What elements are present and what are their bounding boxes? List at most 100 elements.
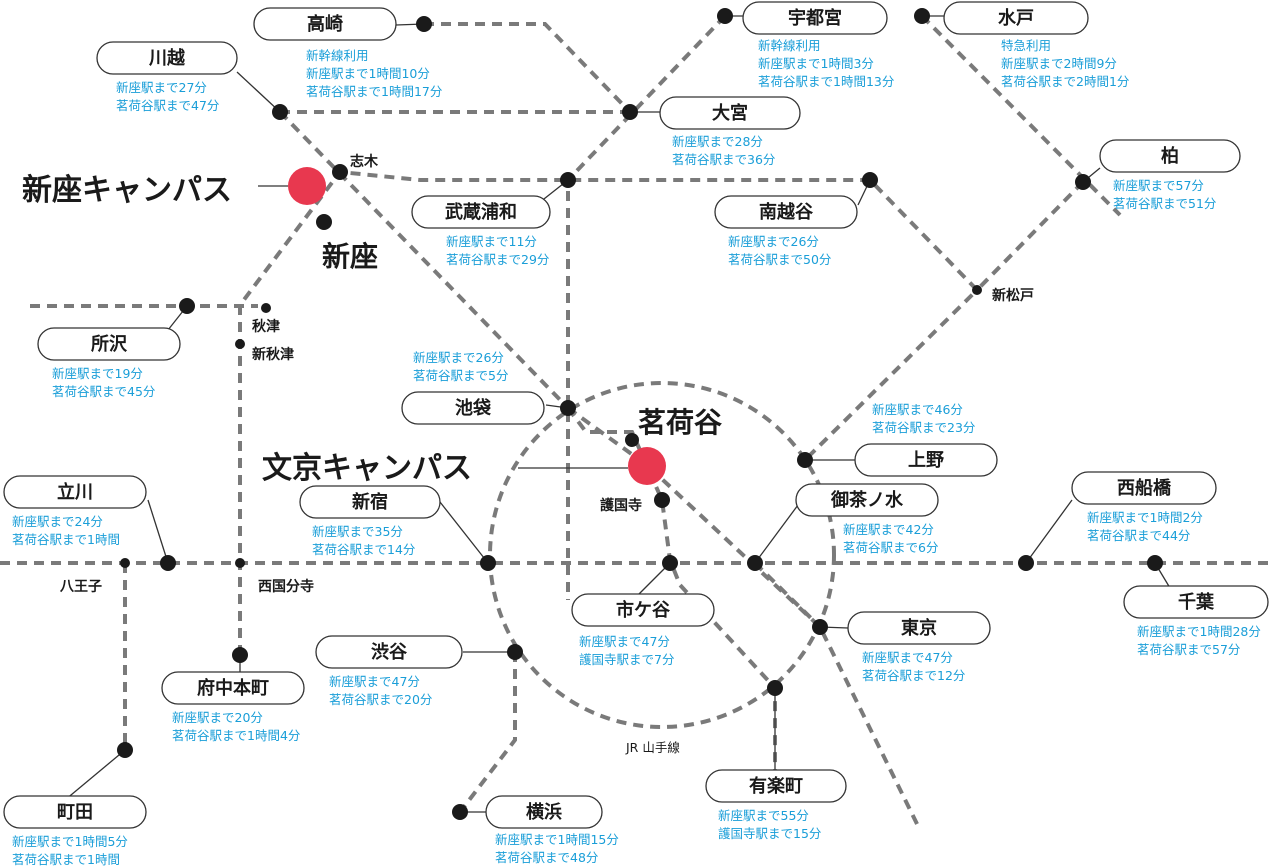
station-box-shibuya [315,635,463,669]
station-info-machida-1: 茗荷谷駅まで1時間 [12,852,120,867]
station-box-takasaki [253,7,397,41]
station-info-takasaki-0: 新幹線利用 [306,48,369,63]
station-box-mito [943,1,1089,35]
station-info-musashiurawa-0: 新座駅まで11分 [446,234,537,249]
dot-takasaki [416,16,432,32]
dot-shinakitsu [235,339,245,349]
line-yokohama [458,652,517,814]
station-name-minamikoshigaya: 南越谷 [759,201,814,223]
dot-nishikokubunji [235,558,245,568]
station-name-ochanomizu: 御茶ノ水 [830,489,904,511]
station-info-mito-2: 茗荷谷駅まで2時間1分 [1001,74,1129,89]
station-info-shinjuku-1: 茗荷谷駅まで14分 [312,542,415,557]
station-name-omiya: 大宮 [712,102,748,124]
station-info-shibuya-0: 新座駅まで47分 [329,674,420,689]
station-name-mito: 水戸 [998,7,1034,29]
shin-akitsu-label: 新秋津 [252,346,294,363]
station-info-omiya-1: 茗荷谷駅まで36分 [672,152,775,167]
station-info-fuchuhonmachi-0: 新座駅まで20分 [172,710,263,725]
station-name-ichigaya: 市ケ谷 [616,599,671,621]
dot-yokohama [452,804,468,820]
station-info-fuchuhonmachi-1: 茗荷谷駅まで1時間4分 [172,728,300,743]
nishikokubunji-label: 西国分寺 [258,579,314,595]
bunkyo-campus-marker [628,447,666,485]
station-info-funabashi-0: 新座駅まで1時間2分 [1087,510,1203,525]
dot-shiki [332,164,348,180]
line-ochanomizu-tokyo [753,561,822,629]
station-info-takasaki-2: 茗荷谷駅まで1時間17分 [306,84,442,99]
station-name-machida: 町田 [57,802,93,823]
station-info-ichigaya-0: 新座駅まで47分 [579,634,670,649]
dot-shinmatsudo [972,285,982,295]
station-info-ochanomizu-1: 茗荷谷駅まで6分 [843,540,938,555]
dot-utsunomiya [717,8,733,24]
station-info-kashiwa-0: 新座駅まで57分 [1113,178,1204,193]
dot-kawagoe [272,104,288,120]
station-info-kawagoe-0: 新座駅まで27分 [116,80,207,95]
station-info-ueno-0: 新座駅まで46分 [872,402,963,417]
station-info-ikebukuro-1: 茗荷谷駅まで5分 [413,368,508,383]
hachioji-label: 八王子 [59,579,102,595]
dot-mito [914,8,930,24]
dot-niiza [316,214,332,230]
station-box-tachikawa [3,475,147,509]
station-box-shinjuku [299,485,441,519]
station-info-omiya-0: 新座駅まで28分 [672,134,763,149]
dot-akitsu [261,303,271,313]
dot-ochanomizu [747,555,763,571]
station-info-ichigaya-1: 護国寺駅まで7分 [579,652,674,667]
station-info-chiba-0: 新座駅まで1時間28分 [1137,624,1261,639]
station-box-kashiwa [1099,139,1241,173]
akitsu-label: 秋津 [252,318,280,335]
dot-tokorozawa [179,298,195,314]
niiza-campus-label: 新座キャンパス [22,173,232,208]
line-takasaki [424,22,632,114]
station-box-ueno [854,443,998,477]
station-info-utsunomiya-0: 新幹線利用 [758,38,821,53]
gokokuji-label: 護国寺 [600,497,642,514]
shin-matsudo-label: 新松戸 [992,287,1034,304]
station-info-machida-0: 新座駅まで1時間5分 [12,834,128,849]
station-name-takasaki: 高崎 [307,13,343,35]
dot-musashiurawa [560,172,576,188]
station-box-machida [3,795,147,829]
station-info-kawagoe-1: 茗荷谷駅まで47分 [116,98,219,113]
station-boxes: 高崎新幹線利用新座駅まで1時間10分茗荷谷駅まで1時間17分川越新座駅まで27分… [3,1,1269,867]
station-box-utsunomiya [742,1,888,35]
station-box-fuchuhonmachi [161,671,305,705]
station-info-ikebukuro-0: 新座駅まで26分 [413,350,504,365]
station-box-yokohama [485,795,603,829]
station-box-ikebukuro [401,391,545,425]
dot-tachikawa [160,555,176,571]
station-info-tokorozawa-1: 茗荷谷駅まで45分 [52,384,155,399]
station-info-yurakucho-0: 新座駅まで55分 [718,808,809,823]
station-box-tokyo [847,611,991,645]
shiki-label: 志木 [350,153,379,170]
myogadani-hub-label: 茗荷谷 [638,406,723,439]
dot-funabashi [1018,555,1034,571]
station-box-tokorozawa [37,327,181,361]
dot-minamikoshigaya [862,172,878,188]
line-kashiwa [975,180,1085,292]
station-info-ochanomizu-0: 新座駅まで42分 [843,522,934,537]
dot-ikebukuro [560,400,576,416]
dot-machida [117,742,133,758]
station-name-musashiurawa: 武蔵浦和 [445,201,517,223]
